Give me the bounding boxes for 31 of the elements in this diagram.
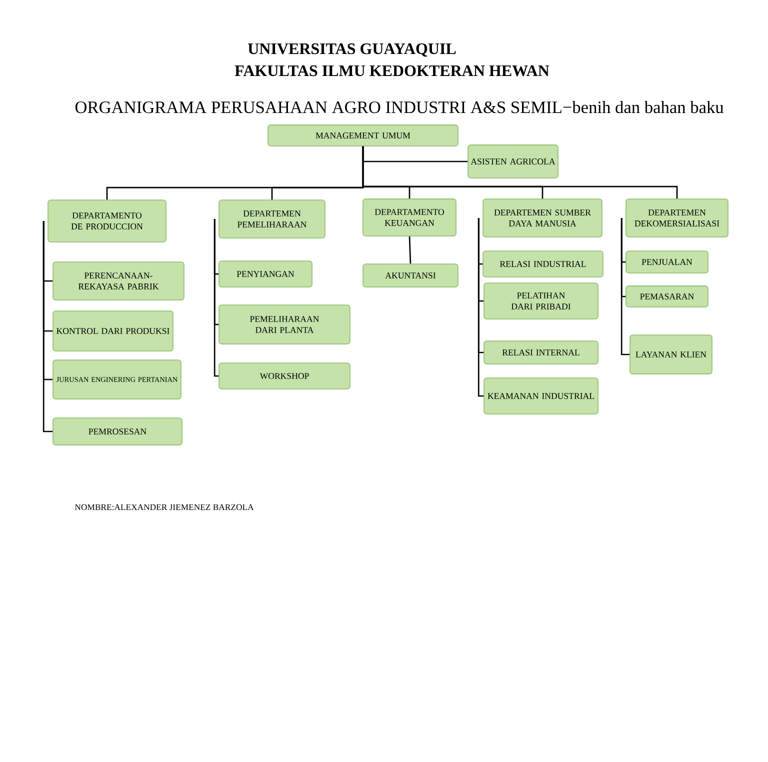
org-box: WORKSHOP xyxy=(218,362,350,390)
org-box: KEAMANAN INDUSTRIAL xyxy=(484,378,598,414)
org-box: DEPARTEMEN DEKOMERSIALISASI xyxy=(626,198,728,238)
org-box: PEMELIHARAAN DARI PLANTA xyxy=(218,304,350,344)
connector-line xyxy=(42,221,53,432)
org-box: DEPARTEMEN PEMELIHARAAN xyxy=(218,200,326,238)
connector-line xyxy=(408,236,412,264)
connector-line xyxy=(362,146,678,199)
connector-line xyxy=(214,219,219,377)
org-box: DEPARTAMENTO KEUANGAN xyxy=(362,198,456,236)
connector-line xyxy=(620,218,630,356)
heading: UNIVERSITAS GUAYAQUIL xyxy=(248,43,456,57)
name-text: NOMBRE:ALEXANDER JIEMENEZ BARZOLA xyxy=(74,504,254,510)
org-box: RELASI INDUSTRIAL xyxy=(482,250,604,278)
org-box: PEMROSESAN xyxy=(52,418,182,446)
org-box: LAYANAN KLIEN xyxy=(630,334,712,374)
title: ORGANIGRAMA PERUSAHAAN AGRO INDUSTRI A&S SEMIL−benih dan bahan baku xyxy=(75,100,724,114)
org-box: PENYIANGAN xyxy=(218,260,312,288)
heading: FAKULTAS ILMU KEDOKTERAN HEWAN xyxy=(234,65,550,76)
org-box: ASISTEN AGRICOLA xyxy=(468,144,558,178)
org-box: RELASI INTERNAL xyxy=(484,340,598,364)
org-box: AKUNTANSI xyxy=(362,264,458,288)
org-box: KONTROL DARI PRODUKSI xyxy=(52,310,174,352)
org-box: PERENCANAAN- REKAYASA PABRIK xyxy=(52,262,184,300)
org-box: PELATIHAN DARI PRIBADI xyxy=(484,282,598,320)
org-box: DEPARTAMENTO DE PRODUCCION xyxy=(48,200,166,242)
org-box: DEPARTEMEN SUMBER DAYA MANUSIA xyxy=(482,198,602,238)
connector-line xyxy=(478,218,484,397)
org-box: MANAGEMENT UMUM xyxy=(268,124,458,146)
org-box: PEMASARAN xyxy=(626,286,708,308)
org-box: PENJUALAN xyxy=(626,250,708,274)
